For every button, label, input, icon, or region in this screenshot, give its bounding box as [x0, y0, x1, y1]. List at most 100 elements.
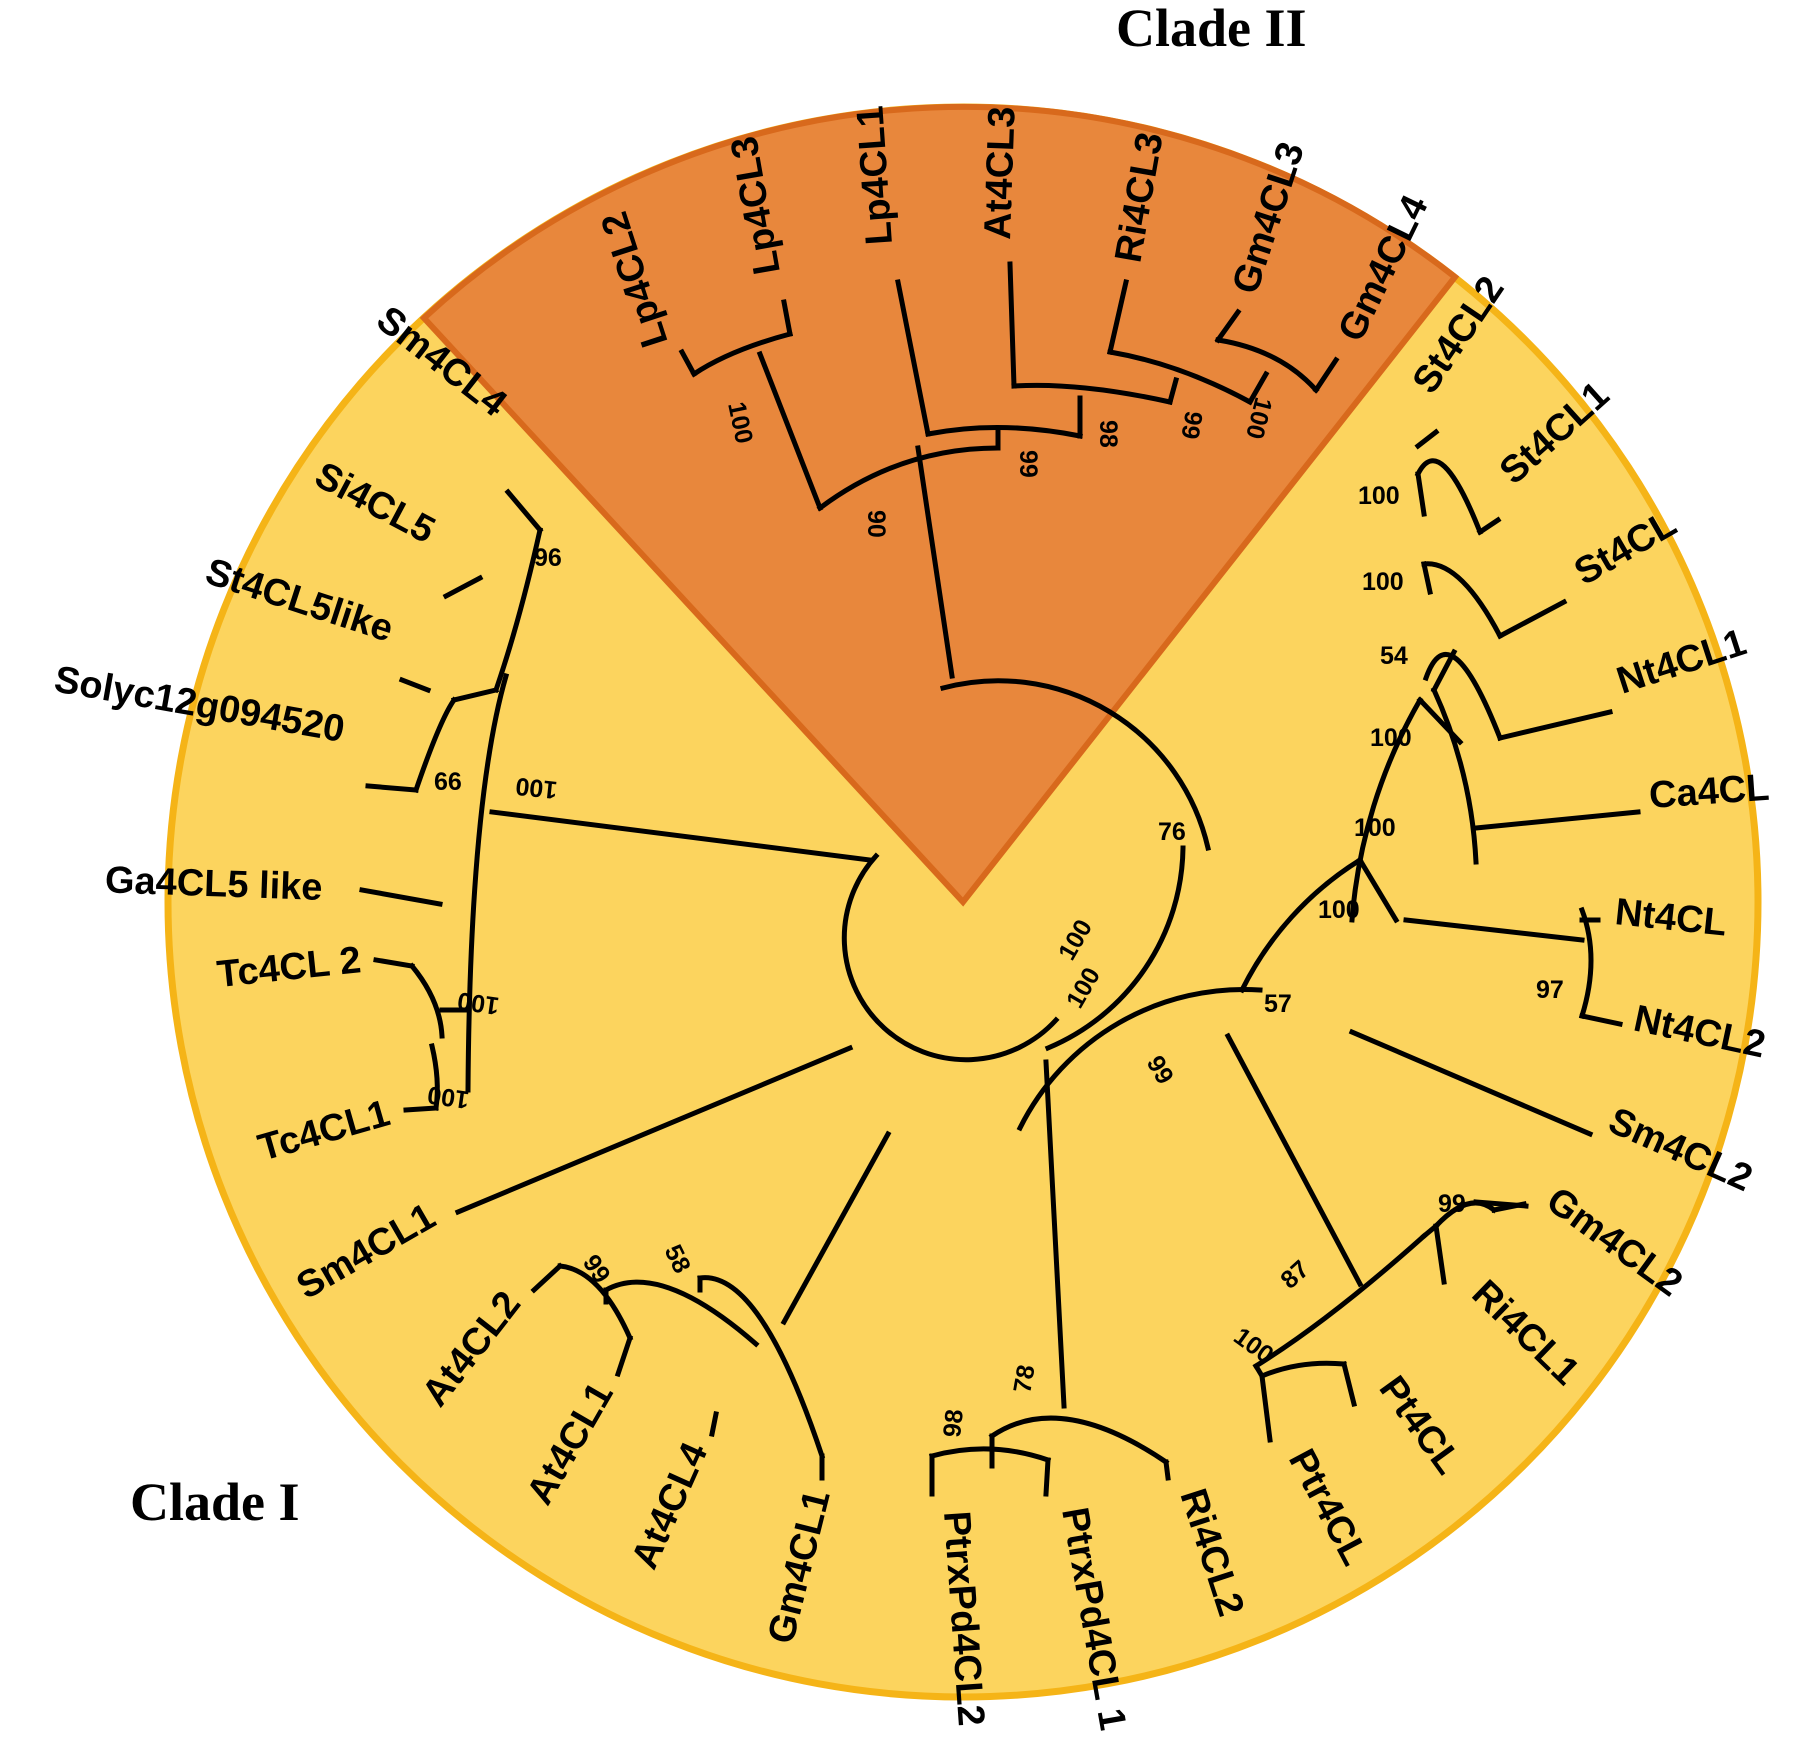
branch-si4cl5 — [504, 488, 544, 534]
bootstrap-clade-ii: 90 — [862, 510, 890, 538]
branch-gm-arc — [1215, 337, 1320, 394]
branch-lp-arc — [690, 330, 794, 378]
bootstrap-st12: 100 — [1358, 482, 1400, 510]
branch-tc-pair-arc — [428, 1042, 440, 1111]
branch-gm-ri-arc — [1432, 1200, 1498, 1230]
branch-left-stem — [489, 809, 873, 863]
branch-sm4cl2 — [1348, 1028, 1594, 1138]
branch-at-inner-arc — [1011, 382, 1173, 405]
clade-ii-wedge — [424, 106, 1455, 903]
branch-ptrxpd4cl1 — [1043, 1457, 1051, 1497]
branch-arc-clade-i-b — [1238, 856, 1364, 994]
branch-pt-pair-arc — [1258, 1360, 1347, 1380]
branch-st4cl2 — [1414, 428, 1440, 450]
clade-ii-wedge-border — [419, 103, 1460, 907]
branch-at12-arc — [557, 1263, 634, 1342]
branch-st4cl1 — [1476, 516, 1502, 536]
branch-st-arc — [1421, 561, 1504, 640]
branch-pt-stem — [1224, 1032, 1364, 1288]
branch-si-arc — [492, 527, 543, 694]
branch-gm4cl3 — [1214, 308, 1242, 344]
branch-nt4cl-pair — [1403, 917, 1585, 943]
taxon-ga4cl5like: Ga4CL5 like — [104, 859, 323, 909]
branch-arc-core — [841, 852, 1060, 1063]
branch-nt1-group — [1430, 648, 1458, 694]
branch-at-clade-arc — [697, 1275, 826, 1460]
branch-solan-stem — [1356, 856, 1400, 924]
taxon-ca4cl: Ca4CL — [1648, 767, 1771, 817]
branch-arc-root — [939, 678, 1211, 851]
taxon-at4cl3: At4CL3 — [977, 106, 1024, 240]
bootstrap-clade-i-a: 57 — [1264, 990, 1292, 1018]
branch-lp4cl3 — [781, 299, 793, 337]
branch-st4cl5like — [442, 574, 484, 600]
branch-st12-arc — [1414, 458, 1484, 536]
branch-nt4cl2 — [1579, 1013, 1623, 1027]
branch-arc-clade-i-a — [1016, 986, 1263, 1132]
branch-tc-arc — [408, 962, 445, 1039]
branch-left-arc — [465, 672, 510, 1093]
clade-ii-label: Clade II — [1116, 0, 1307, 58]
bootstrap-ca: 100 — [1370, 724, 1412, 752]
branch-ca4cl — [1473, 809, 1641, 831]
branch-sol-group — [450, 686, 500, 704]
branch-st4cl — [1496, 598, 1568, 640]
bootstrap-nt1: 54 — [1380, 642, 1408, 670]
branch-at-arc — [925, 424, 1083, 439]
branch-ptrx-pair-arc — [928, 1446, 1052, 1464]
branch-lp4cl1 — [895, 279, 931, 437]
branch-ri4cl3 — [1107, 279, 1129, 355]
branch-lp-group — [756, 350, 824, 512]
branch-st-group — [1421, 561, 1433, 595]
bootstrap-st: 100 — [1362, 568, 1404, 596]
branch-gm-group — [1246, 370, 1270, 406]
branch-at4cl3 — [1007, 261, 1017, 389]
bootstrap-solyc: 66 — [434, 768, 462, 796]
branch-gm4cl4 — [1312, 356, 1340, 394]
bootstrap-ptrx-pair: 98 — [938, 1408, 969, 1439]
branch-nt1-arc — [1422, 651, 1504, 742]
bootstrap-gm-ri: 99 — [1438, 1190, 1466, 1218]
branch-ga4cl5 — [359, 887, 443, 907]
branch-gm4cl2 — [1473, 1199, 1529, 1209]
branch-at4cl2 — [530, 1262, 564, 1294]
branch-arc-inner — [1044, 845, 1186, 1052]
bootstrap-ptrx: 78 — [1008, 1363, 1040, 1395]
branch-at-clade-stem — [780, 1130, 892, 1326]
branch-at4cl4 — [709, 1411, 719, 1437]
branch-lp4cl2 — [678, 348, 698, 378]
branch-ptrx-stem — [1043, 1059, 1067, 1409]
branch-tc4cl1 — [403, 1105, 439, 1113]
branch-sol-arc — [412, 696, 458, 794]
branch-ri4cl1 — [1433, 1223, 1447, 1285]
branch-st12-group — [1415, 471, 1427, 517]
branch-ri-group — [1166, 376, 1180, 406]
bootstrap-si: 96 — [534, 544, 562, 572]
branch-pt-arc — [1252, 1232, 1428, 1370]
branch-ri-arc — [1107, 349, 1254, 406]
bootstrap-root: 76 — [1158, 818, 1186, 846]
taxon-lp4cl1: Lp4CL1 — [849, 104, 901, 246]
bootstrap-left: 100 — [514, 772, 558, 804]
bootstrap-solan: 100 — [1318, 896, 1360, 924]
branch-clade-ii-arc — [816, 445, 1001, 512]
branch-ca-arc — [1430, 686, 1479, 865]
branch-solan-arc — [1349, 696, 1424, 923]
tree-branches — [359, 261, 1641, 1497]
bootstrap-nt-pair: 97 — [1536, 976, 1564, 1004]
branch-clade-ii-stem — [915, 445, 955, 679]
branch-ptrx-arc — [988, 1415, 1170, 1466]
branch-at4-arc — [602, 1279, 760, 1348]
bootstrap-ri: 99 — [1175, 409, 1207, 441]
bootstrap-tc: 100 — [456, 986, 501, 1020]
branch-st5-arc — [398, 676, 432, 694]
branch-sm4cl1 — [454, 1044, 854, 1216]
bootstrap-solan-inner: 100 — [1354, 814, 1396, 842]
branch-at4cl1 — [614, 1334, 634, 1378]
bootstrap-at-inner: 98 — [1094, 420, 1122, 448]
bootstrap-tc-pair: 100 — [426, 1080, 471, 1114]
branch-ptr4cl — [1259, 1373, 1273, 1443]
clade-i-label: Clade I — [130, 1472, 300, 1532]
branch-solyc — [365, 783, 419, 793]
